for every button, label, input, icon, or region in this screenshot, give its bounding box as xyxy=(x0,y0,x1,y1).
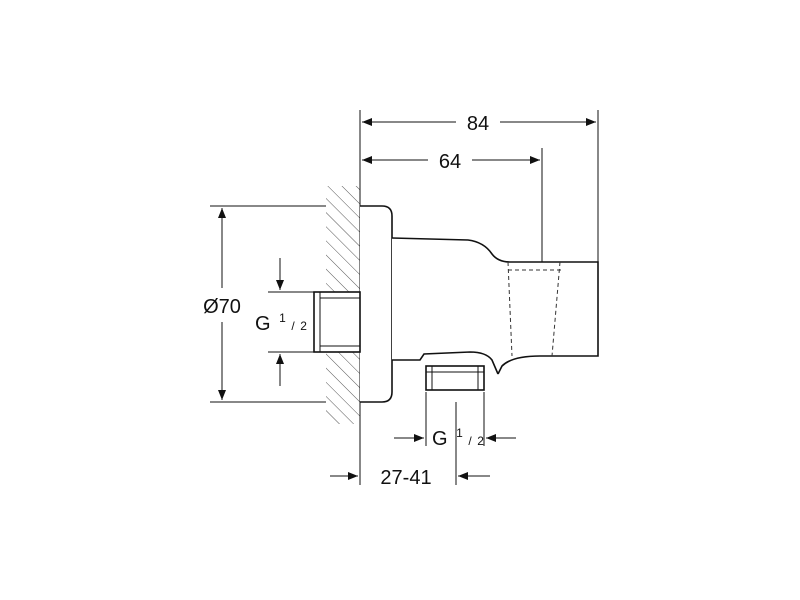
wall-flange xyxy=(360,205,393,403)
dimension-wall-thread: G 1 / 2 xyxy=(255,258,307,386)
dimension-diameter: Ø70 xyxy=(203,208,241,400)
outlet-nipple xyxy=(425,365,485,391)
dimension-outlet-thread: G 1 / 2 xyxy=(394,420,516,450)
holder-body xyxy=(392,238,598,376)
dimension-64: 64 xyxy=(362,151,540,173)
diameter-label: Ø70 xyxy=(203,296,241,318)
outlet-thread-label: G 1 / 2 xyxy=(432,420,484,450)
dimension-64-label: 64 xyxy=(439,151,461,173)
hidden-cone xyxy=(507,261,562,357)
wall-thread-label: G 1 / 2 xyxy=(255,305,307,335)
wall-range-label: 27-41 xyxy=(380,467,431,489)
dimension-84-label: 84 xyxy=(467,113,489,135)
holder-outline xyxy=(391,237,599,375)
inlet-nipple xyxy=(313,291,361,353)
dimension-wall-range: 27-41 xyxy=(330,467,490,489)
dimension-84: 84 xyxy=(362,113,596,135)
extension-lines xyxy=(210,110,599,485)
